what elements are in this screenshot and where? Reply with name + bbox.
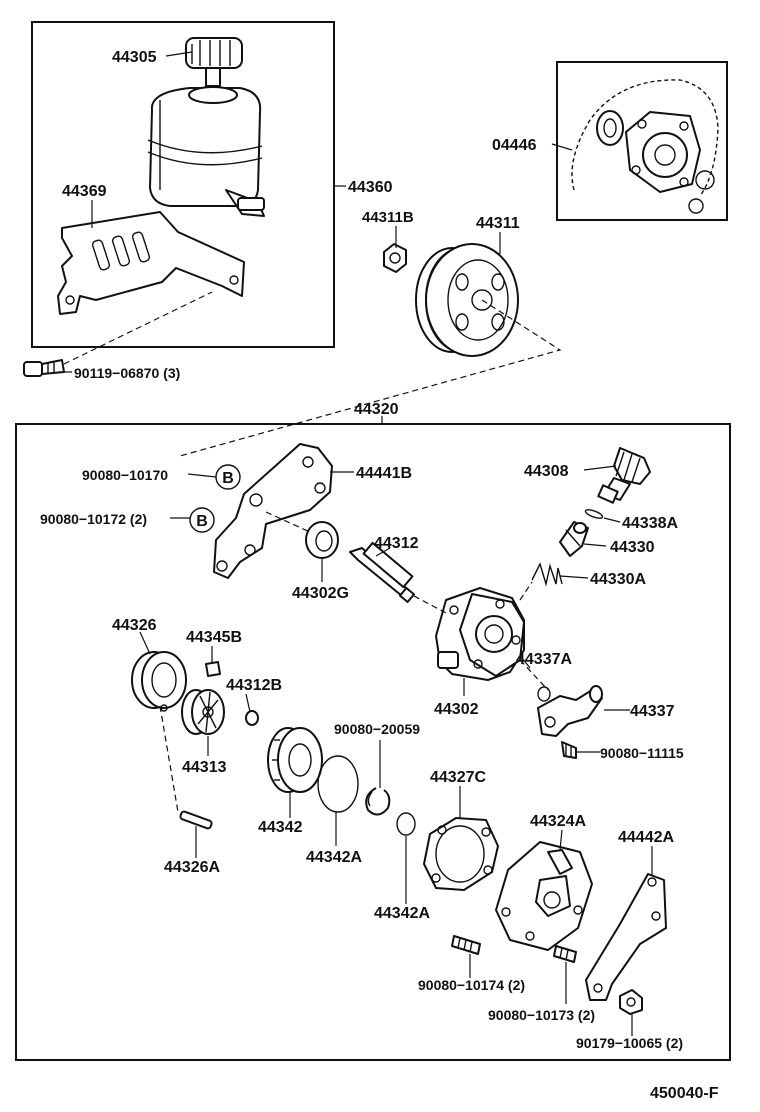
label-44327C: 44327C xyxy=(430,769,486,786)
valve-44330 xyxy=(559,521,589,557)
oil-seal-44302G xyxy=(305,521,339,559)
label-44442A: 44442A xyxy=(618,829,674,846)
reservoir-cap-44305 xyxy=(185,37,243,87)
label-44312: 44312 xyxy=(374,535,419,552)
label-44312B: 44312B xyxy=(226,677,282,694)
svg-text:B: B xyxy=(222,470,234,487)
label-04446: 04446 xyxy=(492,137,537,154)
o-ring-44342A-small xyxy=(396,812,416,836)
cam-ring-44326 xyxy=(131,651,187,712)
side-plate-44342 xyxy=(267,727,323,793)
o-ring-44338A xyxy=(584,509,604,519)
label-90119-06870: 90119−06870 (3) xyxy=(74,365,180,381)
label-44302G: 44302G xyxy=(292,585,349,602)
o-ring-44342A-large xyxy=(317,755,359,813)
label-44302: 44302 xyxy=(434,701,479,718)
label-44337: 44337 xyxy=(630,703,675,720)
rotor-44313 xyxy=(181,689,225,735)
bolt-90119-06870 xyxy=(23,359,65,377)
o-ring-44337A xyxy=(537,686,551,702)
label-44326: 44326 xyxy=(112,617,157,634)
label-44369: 44369 xyxy=(62,183,107,200)
label-44326A: 44326A xyxy=(164,859,220,876)
nut-90179-10065 xyxy=(619,989,643,1015)
label-90080-10173: 90080−10173 (2) xyxy=(488,1007,595,1023)
gasket-44327C xyxy=(423,817,499,891)
bolt-90080-10173 xyxy=(553,945,577,963)
repair-kit-frame xyxy=(556,61,728,221)
label-44342A-2: 44342A xyxy=(374,905,430,922)
spring-44330A xyxy=(531,562,563,587)
union-44337 xyxy=(537,685,603,737)
reservoir-bracket-44369 xyxy=(57,211,245,315)
label-44337A: 44337A xyxy=(516,651,572,668)
callout-b-1: B xyxy=(215,464,241,490)
label-90080-10174: 90080−10174 (2) xyxy=(418,977,525,993)
label-44313: 44313 xyxy=(182,759,227,776)
label-44311: 44311 xyxy=(476,215,520,232)
nut-44311B xyxy=(383,243,407,273)
label-90080-10170: 90080−10170 xyxy=(82,467,168,483)
label-90080-11115: 90080−11115 xyxy=(600,745,684,761)
pin-44326A xyxy=(179,810,213,830)
pump-body-44302 xyxy=(435,587,525,681)
bracket-44441B xyxy=(213,443,333,579)
pulley-44311 xyxy=(415,243,519,357)
label-44345B: 44345B xyxy=(186,629,242,646)
bolt-90080-10174 xyxy=(451,935,481,955)
fitting-44308 xyxy=(597,447,651,504)
bolt-90080-11115 xyxy=(561,741,577,759)
label-44330: 44330 xyxy=(610,539,655,556)
label-44311B: 44311B xyxy=(362,209,414,226)
leader-lines xyxy=(60,51,653,1036)
reservoir-tank xyxy=(147,86,265,217)
label-90080-10172: 90080−10172 (2) xyxy=(40,511,147,527)
vane-44345B xyxy=(205,661,221,677)
label-44342A-1: 44342A xyxy=(306,849,362,866)
label-90179-10065: 90179−10065 (2) xyxy=(576,1035,683,1051)
label-90080-20059: 90080−20059 xyxy=(334,721,420,737)
part-labels: 44305 44369 44360 90119−06870 (3) 04446 … xyxy=(40,49,719,1102)
snap-ring-90080-20059 xyxy=(365,787,391,816)
label-44320: 44320 xyxy=(354,401,399,418)
pump-assembly-frame xyxy=(15,423,731,1061)
diagram-id: 450040-F xyxy=(650,1085,719,1102)
label-44342: 44342 xyxy=(258,819,303,836)
label-44308: 44308 xyxy=(524,463,569,480)
reservoir-group-frame xyxy=(31,21,335,348)
label-44330A: 44330A xyxy=(590,571,646,588)
pin-44312B xyxy=(245,710,259,726)
callout-b-2: B xyxy=(189,507,215,533)
label-44360: 44360 xyxy=(348,179,393,196)
bracket-44442A xyxy=(585,873,667,1001)
label-44324A: 44324A xyxy=(530,813,586,830)
label-44338A: 44338A xyxy=(622,515,678,532)
label-44441B: 44441B xyxy=(356,465,412,482)
svg-text:B: B xyxy=(196,513,208,530)
cover-44324A xyxy=(495,841,593,951)
label-44305: 44305 xyxy=(112,49,157,66)
repair-kit-04446 xyxy=(571,79,719,214)
shaft-44312 xyxy=(349,541,416,604)
